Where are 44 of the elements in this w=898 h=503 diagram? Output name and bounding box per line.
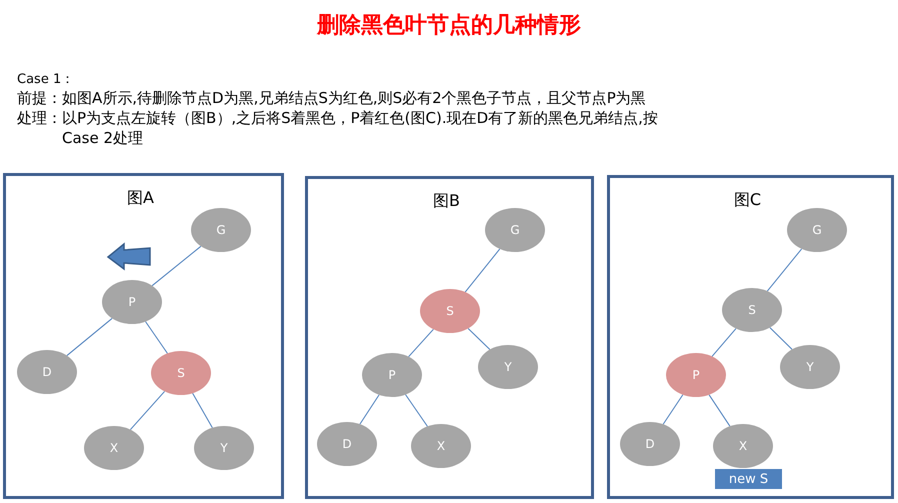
tree-node: G bbox=[485, 208, 545, 252]
connector-line bbox=[662, 394, 684, 425]
panel-heading: 图C bbox=[734, 190, 762, 211]
tree-node: Y bbox=[194, 426, 254, 470]
connector-line bbox=[405, 394, 428, 427]
connector-line bbox=[145, 321, 168, 354]
node-tag: new S bbox=[715, 469, 782, 489]
connector-line bbox=[359, 394, 380, 425]
tree-node: Y bbox=[478, 345, 538, 389]
tree-node: S bbox=[722, 288, 782, 332]
panel-heading: 图A bbox=[127, 188, 154, 209]
tree-node: Y bbox=[780, 345, 840, 389]
panel-heading: 图B bbox=[433, 191, 460, 212]
connector-line bbox=[464, 248, 500, 293]
case-heading: Case 1： bbox=[17, 71, 76, 89]
panel-frame bbox=[305, 176, 594, 499]
connector-line bbox=[152, 246, 202, 286]
tree-node: P bbox=[362, 353, 422, 397]
tree-node: S bbox=[420, 289, 480, 333]
note-text: 前提：如图A所示,待删除节点D为黑,兄弟结点S为红色,则S必有2个黑色子节点，且父节点P为黑 bbox=[17, 88, 647, 108]
connector-line bbox=[192, 392, 213, 428]
connector-line bbox=[66, 318, 113, 356]
panel-frame bbox=[3, 173, 284, 499]
connector-line bbox=[468, 328, 490, 350]
connector-line bbox=[708, 394, 730, 427]
title: 删除黑色叶节点的几种情形 bbox=[316, 12, 582, 40]
connector-line bbox=[408, 328, 434, 358]
tree-node: G bbox=[191, 208, 251, 252]
tree-node: X bbox=[713, 424, 773, 468]
tree-node: D bbox=[620, 422, 680, 466]
connector-line bbox=[712, 328, 736, 357]
tree-node: S bbox=[151, 351, 211, 395]
tree-node: X bbox=[84, 426, 144, 470]
note-text: 处理：以P为支点左旋转（图B）,之后将S着黑色，P着红色(图C).现在D有了新的黑色兄弟结点,按Case 2处理 bbox=[17, 108, 659, 148]
tree-node: D bbox=[17, 350, 77, 394]
connector-line bbox=[766, 248, 802, 292]
tree-node: P bbox=[102, 280, 162, 324]
tree-node: X bbox=[411, 424, 471, 468]
panel-frame bbox=[607, 175, 894, 499]
connector-line bbox=[769, 327, 793, 350]
tree-node: P bbox=[666, 353, 726, 397]
tree-node: G bbox=[787, 208, 847, 252]
tree-node: D bbox=[317, 422, 377, 466]
connector-line bbox=[130, 390, 166, 430]
